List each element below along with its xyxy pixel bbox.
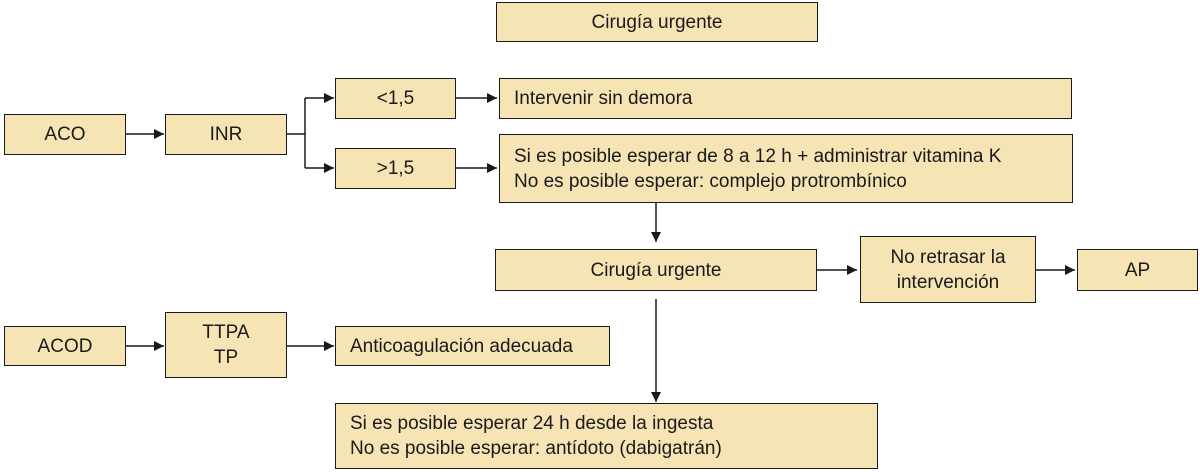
vitamin-k-line-1: Si es posible esperar de 8 a 12 h + admi… <box>514 145 1002 167</box>
adequate-anticoagulation-label: Anticoagulación adecuada <box>350 335 573 357</box>
inr-box: INR <box>165 114 287 155</box>
aco-box: ACO <box>4 114 126 155</box>
acod-label: ACOD <box>37 335 93 357</box>
acod-box: ACOD <box>4 326 126 366</box>
no-delay-line-2: intervención <box>896 271 1000 293</box>
urgent-surgery-label: Cirugía urgente <box>590 259 722 281</box>
aco-label: ACO <box>44 124 86 145</box>
inr-label: INR <box>209 124 243 145</box>
proceed-now-box: Intervenir sin demora <box>499 78 1072 119</box>
inr-high-box: >1,5 <box>335 148 456 189</box>
tp-label: TP <box>213 347 239 368</box>
inr-low-label: <1,5 <box>376 88 415 109</box>
proceed-now-label: Intervenir sin demora <box>514 88 693 109</box>
vitamin-k-box: Si es posible esperar de 8 a 12 h + admi… <box>499 134 1073 203</box>
urgent-surgery-box: Cirugía urgente <box>495 249 817 291</box>
ttpa-label: TTPA <box>202 322 250 343</box>
wait-24h-box: Si es posible esperar 24 h desde la inge… <box>335 403 878 469</box>
inr-high-label: >1,5 <box>376 158 415 179</box>
wait-24h-line-2: No es posible esperar: antídoto (dabigat… <box>350 438 722 459</box>
ap-label: AP <box>1124 259 1151 281</box>
no-delay-box: No retrasar la intervención <box>860 236 1036 303</box>
top-title-box: Cirugía urgente <box>496 2 818 42</box>
ap-box: AP <box>1077 249 1198 291</box>
inr-low-box: <1,5 <box>335 78 456 119</box>
no-delay-line-1: No retrasar la <box>890 246 1006 268</box>
adequate-anticoagulation-box: Anticoagulación adecuada <box>335 326 610 366</box>
wait-24h-line-1: Si es posible esperar 24 h desde la inge… <box>350 413 714 434</box>
ttpa-tp-box: TTPA TP <box>165 312 287 378</box>
top-title-line-1: Cirugía urgente <box>591 11 723 33</box>
vitamin-k-line-2: No es posible esperar: complejo protromb… <box>514 170 907 192</box>
